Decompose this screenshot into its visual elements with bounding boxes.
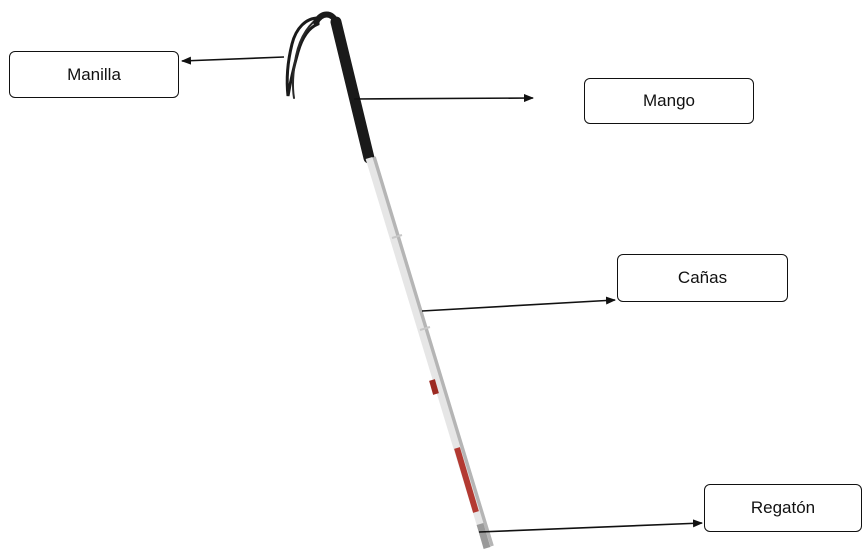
label-manilla-text: Manilla (67, 64, 121, 84)
arrow-canas (421, 296, 616, 312)
label-canas: Cañas (617, 254, 788, 302)
cane-tip-red (454, 447, 479, 513)
arrow-mango (353, 94, 534, 103)
shaft-red-band (429, 379, 439, 395)
label-canas-text: Cañas (677, 268, 728, 287)
label-mango: Mango (584, 78, 754, 124)
wrist-strap-inner (291, 15, 323, 99)
label-mango-text: Mango (643, 91, 695, 110)
cane-grip (330, 16, 375, 164)
wrist-strap (285, 16, 320, 97)
cane-ferrule (476, 523, 491, 549)
label-regaton-text: Regatón (750, 498, 816, 517)
shaft-joint (391, 234, 403, 239)
arrow-manilla (181, 56, 285, 65)
arrow-regaton (478, 519, 703, 533)
shaft-joint (419, 326, 431, 331)
label-manilla: Manilla (9, 51, 179, 98)
label-regaton: Regatón (704, 484, 862, 532)
